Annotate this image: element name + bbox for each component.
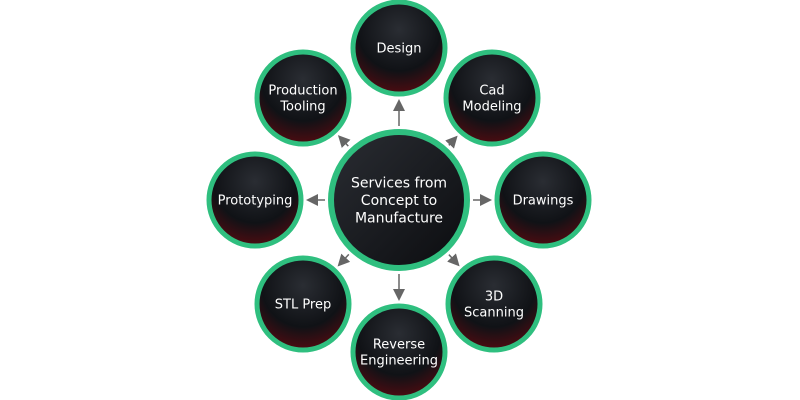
- node-label: Engineering: [360, 354, 438, 369]
- center-circle: [328, 129, 470, 271]
- node-stl-prep[interactable]: STL Prep: [254, 255, 352, 353]
- node-label: Production: [268, 83, 337, 98]
- node-label: Prototyping: [218, 194, 293, 209]
- node-label: Services from: [351, 175, 447, 191]
- node-label: Design: [377, 42, 422, 57]
- node-label: Tooling: [279, 100, 325, 115]
- node-circle: [445, 255, 543, 353]
- node-label: Modeling: [462, 100, 521, 115]
- arrow-3d-scanning: [447, 253, 460, 267]
- node-label: Cad: [479, 83, 504, 98]
- node-drawings[interactable]: Drawings: [494, 151, 592, 249]
- node-label: Drawings: [513, 194, 574, 209]
- node-label: 3D: [485, 289, 503, 304]
- arrow-stl-prep: [337, 253, 351, 267]
- node-3d-scanning[interactable]: 3D Scanning: [445, 255, 543, 353]
- node-circle: [206, 151, 304, 249]
- node-circle: [350, 0, 448, 97]
- node-circle: [350, 303, 448, 400]
- arrow-production-tooling: [337, 135, 351, 148]
- node-circle: [254, 255, 352, 353]
- node-label: Concept to: [361, 193, 437, 209]
- node-label: Manufacture: [355, 210, 443, 226]
- node-prototyping[interactable]: Prototyping: [206, 151, 304, 249]
- node-circle: [494, 151, 592, 249]
- node-label: Reverse: [373, 337, 425, 352]
- node-label: STL Prep: [275, 298, 332, 313]
- node-circle: [443, 49, 541, 147]
- node-design[interactable]: Design: [350, 0, 448, 97]
- arrow-cad-modeling: [445, 135, 458, 149]
- node-label: Scanning: [464, 306, 524, 321]
- node-circle: [254, 49, 352, 147]
